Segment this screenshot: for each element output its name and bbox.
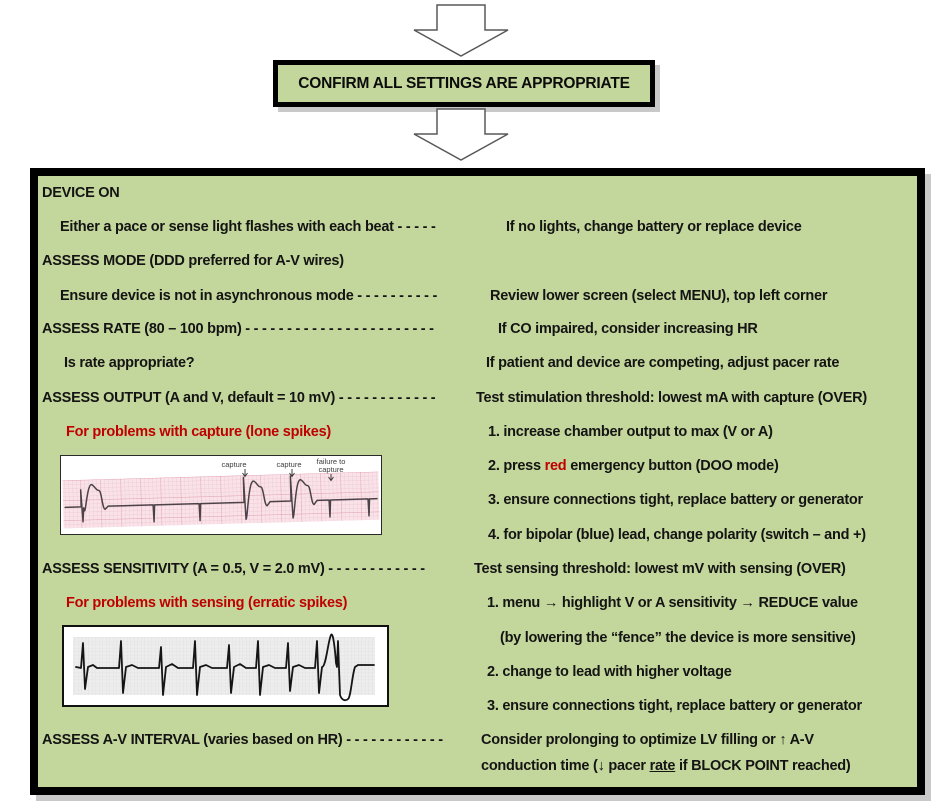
- label-arrows: [242, 469, 334, 482]
- capture-step-2-post: emergency button (DOO mode): [566, 458, 779, 474]
- down-arrow-middle-icon: [413, 108, 509, 161]
- sensing-step-1: 1. menu → highlight V or A sensitivity →…: [487, 593, 858, 613]
- line-assess-av-right: Consider prolonging to optimize LV filli…: [481, 730, 814, 750]
- capture-step-4: 4. for bipolar (blue) lead, change polar…: [488, 525, 866, 545]
- label-failure-line1: failure to: [317, 457, 346, 466]
- line-av-continuation: conduction time (↓ pacer rate if BLOCK P…: [481, 756, 851, 776]
- line-assess-mode: ASSESS MODE (DDD preferred for A-V wires…: [42, 253, 344, 269]
- av-cont-pre: conduction time (↓ pacer: [481, 758, 650, 774]
- sensing-step-1-note: (by lowering the “fence” the device is m…: [500, 628, 856, 648]
- capture-step-2-red-word: red: [544, 458, 567, 474]
- ecg-sensing-strip-image: [62, 625, 389, 707]
- line-rate-question-left: Is rate appropriate?: [64, 355, 195, 371]
- line-assess-rate-right: If CO impaired, consider increasing HR: [498, 319, 758, 339]
- line-async-left: Ensure device is not in asynchronous mod…: [60, 288, 438, 304]
- capture-step-2-pre: 2. press: [488, 458, 545, 474]
- checklist-panel: DEVICE ON Either a pace or sense light f…: [30, 168, 925, 795]
- line-pace-light-left: Either a pace or sense light flashes wit…: [60, 219, 436, 235]
- line-assess-sensitivity-right: Test sensing threshold: lowest mV with s…: [474, 559, 846, 579]
- line-assess-rate-left: ASSESS RATE (80 – 100 bpm) - - - - - - -…: [42, 321, 434, 337]
- heading-capture-problems: For problems with capture (lone spikes): [66, 424, 331, 440]
- label-failure-line2: capture: [318, 465, 343, 474]
- ecg-sensing-waveform: [75, 633, 375, 702]
- ecg-capture-waveform: [64, 475, 378, 523]
- capture-step-3: 3. ensure connections tight, replace bat…: [488, 490, 863, 510]
- line-assess-av-left: ASSESS A-V INTERVAL (varies based on HR)…: [42, 732, 443, 748]
- sensing-step-2: 2. change to lead with higher voltage: [487, 662, 732, 682]
- av-cont-post: if BLOCK POINT reached): [675, 758, 851, 774]
- ecg-paper: [62, 471, 380, 529]
- line-pace-light-right: If no lights, change battery or replace …: [506, 217, 802, 237]
- av-cont-rate-underlined: rate: [649, 758, 676, 774]
- line-assess-output-left: ASSESS OUTPUT (A and V, default = 10 mV)…: [42, 390, 436, 406]
- line-assess-sensitivity-left: ASSESS SENSITIVITY (A = 0.5, V = 2.0 mV)…: [42, 561, 425, 577]
- capture-step-1: 1. increase chamber output to max (V or …: [488, 422, 773, 442]
- capture-step-2: 2. press red emergency button (DOO mode): [488, 456, 779, 476]
- title-text: CONFIRM ALL SETTINGS ARE APPROPRIATE: [298, 74, 630, 92]
- line-assess-output-right: Test stimulation threshold: lowest mA wi…: [476, 388, 867, 408]
- line-rate-question-right: If patient and device are competing, adj…: [486, 353, 840, 373]
- label-capture-1: capture: [221, 460, 246, 469]
- sensing-step-3: 3. ensure connections tight, replace bat…: [487, 696, 862, 716]
- ecg-capture-strip-image: capture capture failure to capture: [60, 455, 382, 535]
- line-device-on: DEVICE ON: [42, 185, 120, 201]
- title-box: CONFIRM ALL SETTINGS ARE APPROPRIATE: [273, 60, 655, 107]
- line-async-right: Review lower screen (select MENU), top l…: [490, 286, 828, 306]
- label-capture-2: capture: [276, 460, 301, 469]
- down-arrow-top-icon: [413, 4, 509, 57]
- heading-sensing-problems: For problems with sensing (erratic spike…: [66, 595, 348, 611]
